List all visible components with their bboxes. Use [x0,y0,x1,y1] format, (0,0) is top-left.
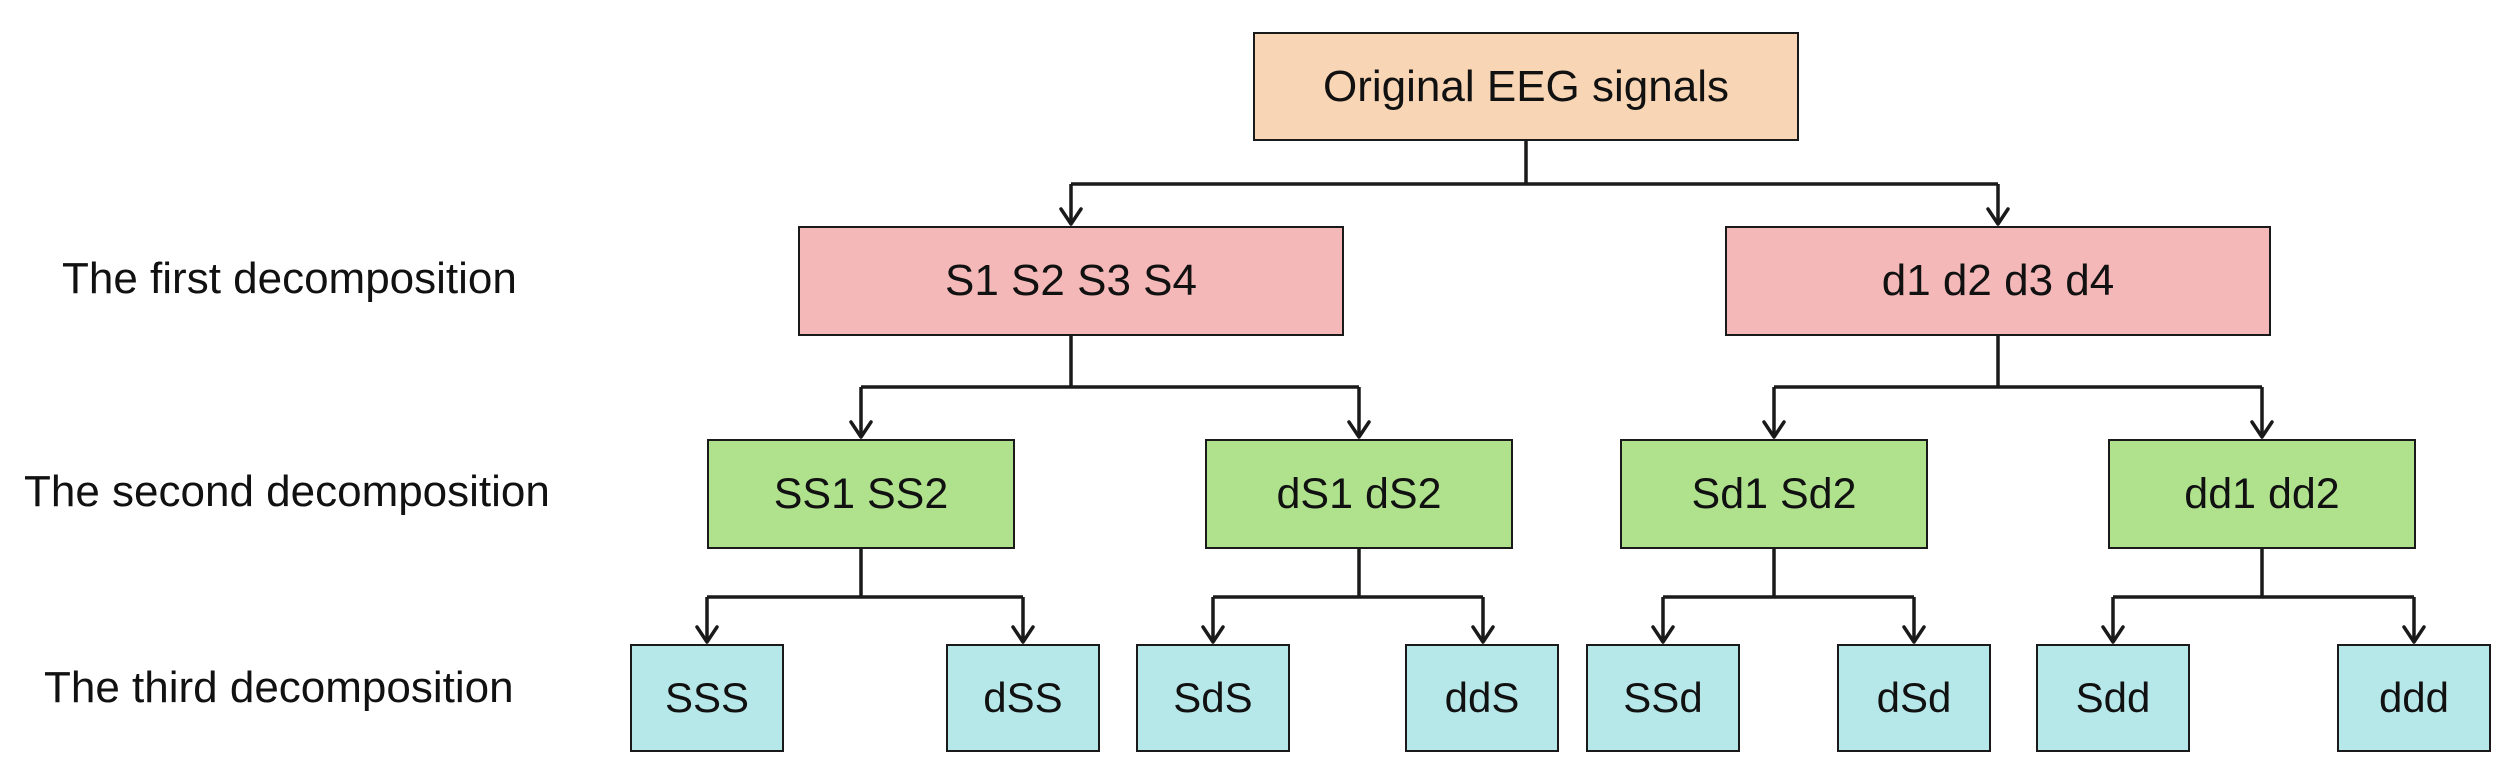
arrowhead-level1-approximation-0 [849,420,873,439]
node-level1-approximation: S1 S2 S3 S4 [798,226,1344,336]
arrowhead-level2-ss-0 [695,625,719,644]
node-level3-ddd: ddd [2337,644,2491,752]
arrowhead-level2-sd-0 [1651,625,1675,644]
node-level3-sdd: Sdd [2036,644,2190,752]
arrowhead-root-1 [1986,207,2010,226]
row-label-first-decomposition: The first decomposition [62,254,517,303]
arrowhead-level1-approximation-1 [1347,420,1371,439]
arrowhead-level1-detail-0 [1762,420,1786,439]
node-level3-sss: SSS [630,644,784,752]
node-level3-dds: ddS [1405,644,1559,752]
node-level3-dsd: dSd [1837,644,1991,752]
row-label-second-decomposition: The second decomposition [24,467,550,516]
arrowhead-level2-sd-1 [1902,625,1926,644]
node-level3-dss: dSS [946,644,1100,752]
arrowhead-level2-ds-0 [1201,625,1225,644]
connector-root [1069,141,2000,223]
arrowhead-level2-dd-0 [2101,625,2125,644]
arrowhead-level2-dd-1 [2402,625,2426,644]
connector-level2-sd [1661,549,1916,641]
arrowhead-level2-ss-1 [1011,625,1035,644]
arrowhead-level1-detail-1 [2250,420,2274,439]
connector-level2-ds [1211,549,1485,641]
node-level3-sds: SdS [1136,644,1290,752]
connector-level2-dd [2111,549,2416,641]
node-level1-detail: d1 d2 d3 d4 [1725,226,2271,336]
row-label-third-decomposition: The third decomposition [44,663,514,712]
arrowhead-level2-ds-1 [1471,625,1495,644]
node-level3-ssd: SSd [1586,644,1740,752]
node-level2-dd: dd1 dd2 [2108,439,2416,549]
node-level2-sd: Sd1 Sd2 [1620,439,1928,549]
connector-level1-approximation [859,336,1361,436]
node-level2-ds: dS1 dS2 [1205,439,1513,549]
connector-level1-detail [1772,336,2264,436]
connector-level2-ss [705,549,1025,641]
node-original-eeg-signals: Original EEG signals [1253,32,1799,141]
arrowhead-root-0 [1059,207,1083,226]
node-level2-ss: SS1 SS2 [707,439,1015,549]
